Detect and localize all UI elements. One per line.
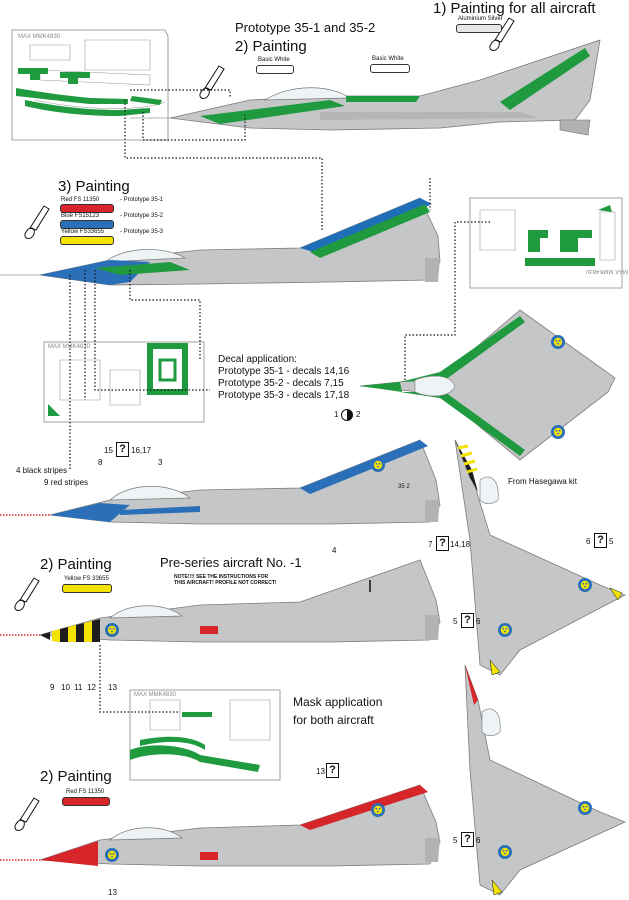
callout-13b: 13 xyxy=(316,767,325,776)
callout-5c: 5 xyxy=(453,836,458,845)
swatch-aluminium xyxy=(456,24,502,33)
callout-2: 2 xyxy=(356,410,361,419)
swatch-white-2 xyxy=(370,64,410,73)
leader-lines xyxy=(69,89,490,713)
callout-9: 9 xyxy=(50,683,55,692)
mask-label-mid: MAX MMK4830 xyxy=(48,344,91,350)
callout-14-18: 14,18 xyxy=(450,540,471,549)
swatch-blue xyxy=(60,220,114,229)
heading-painting-3: 3) Painting xyxy=(58,178,130,195)
swatch-red-2 xyxy=(62,797,110,806)
paintbrush-icon xyxy=(14,797,40,831)
callout-1: 1 xyxy=(334,410,339,419)
tail-code: NMF 25 xyxy=(370,437,392,443)
callout-5a: 5 xyxy=(609,537,614,546)
decal-line-3: Prototype 35-3 - decals 17,18 xyxy=(218,390,350,401)
unknown-marking-icon: ? xyxy=(326,763,339,778)
mask-application-title-2: for both aircraft xyxy=(293,713,374,727)
paintbrush-icon xyxy=(14,577,40,611)
swatch-note-red: - Prototype 35-1 xyxy=(120,197,164,203)
callout-9-red-stripes: 9 red stripes xyxy=(44,478,89,487)
unknown-marking-icon: ? xyxy=(461,832,474,847)
callout-10: 10 xyxy=(61,683,70,692)
callout-13c: 13 xyxy=(108,888,117,897)
mask-sheet-bottom xyxy=(129,689,281,781)
from-hasegawa-kit: From Hasegawa kit xyxy=(508,477,577,486)
preseries-note-2: THIS AIRCRAFT! PROFILE NOT CORRECT! xyxy=(174,580,277,586)
paintbrush-icon xyxy=(199,65,225,99)
unknown-marking-icon: ? xyxy=(116,442,129,457)
heading-preseries: Pre-series aircraft No. -1 xyxy=(160,555,302,570)
aircraft-topview-1 xyxy=(359,309,616,461)
swatch-note-blue: - Prototype 35-2 xyxy=(120,213,164,219)
mask-label-bottom: MAX MMK4830 xyxy=(134,692,177,698)
swatch-label-blue: Blue FS15123 xyxy=(61,213,100,219)
swatch-label-yellow: Yellow FS33655 xyxy=(61,229,105,235)
heading-painting-2b: 2) Painting xyxy=(40,556,112,573)
half-circle-icon xyxy=(341,409,353,421)
callout-15: 15 xyxy=(104,446,113,455)
aircraft-topview-2 xyxy=(454,439,626,676)
callout-6c: 6 xyxy=(476,836,481,845)
preseries-note: NOTE!!!! SEE THE INSTRUCTIONS FOR THIS A… xyxy=(174,574,277,586)
aircraft-profile-1 xyxy=(130,39,601,136)
callout-13a: 13 xyxy=(108,683,117,692)
decal-heading: Decal application: xyxy=(218,354,297,365)
callout-6a: 6 xyxy=(586,537,591,546)
mask-label-right: MAX MMK4830 xyxy=(586,268,629,274)
swatch-white-1 xyxy=(256,65,294,74)
swatch-yellow-2 xyxy=(62,584,112,593)
swatch-label-yellow-2: Yellow FS 33655 xyxy=(64,576,109,582)
swatch-red xyxy=(60,204,114,213)
tail-number: 35 2 xyxy=(398,484,410,490)
paintbrush-icon xyxy=(24,205,50,239)
aircraft-profile-2 xyxy=(0,197,441,286)
unknown-marking-icon: ? xyxy=(461,613,474,628)
heading-painting-all: 1) Painting for all aircraft xyxy=(433,0,596,17)
decal-line-1: Prototype 35-1 - decals 14,16 xyxy=(218,366,350,377)
callout-6b: 6 xyxy=(476,617,481,626)
swatch-label-red-2: Red FS 11350 xyxy=(66,789,105,795)
mask-sheet-top xyxy=(11,29,169,141)
aircraft-profile-4 xyxy=(0,559,441,643)
heading-prototype: Prototype 35-1 and 35-2 xyxy=(235,20,376,35)
unknown-marking-icon: ? xyxy=(436,536,449,551)
swatch-label-white-2: Basic White xyxy=(372,56,404,62)
callout-5b: 5 xyxy=(453,617,458,626)
paintbrush-icon xyxy=(489,17,515,51)
callout-7: 7 xyxy=(428,540,433,549)
callout-11: 11 xyxy=(74,683,83,692)
decal-application-block: Decal application: Prototype 35-1 - deca… xyxy=(218,354,349,402)
aircraft-profile-3 xyxy=(0,439,441,525)
callout-8: 8 xyxy=(98,458,103,467)
mask-application-title: Mask application xyxy=(293,695,383,709)
aircraft-profile-5 xyxy=(0,784,441,867)
swatch-yellow xyxy=(60,236,114,245)
callout-16-17: 16,17 xyxy=(131,446,152,455)
decal-line-2: Prototype 35-2 - decals 7,15 xyxy=(218,378,344,389)
callout-3: 3 xyxy=(158,458,163,467)
mask-sheet-mid xyxy=(43,341,205,423)
callout-4-black-stripes: 4 black stripes xyxy=(16,466,68,475)
heading-painting-2c: 2) Painting xyxy=(40,768,112,785)
swatch-note-yellow: - Prototype 35-3 xyxy=(120,229,164,235)
aircraft-topview-3 xyxy=(464,664,627,896)
swatch-label-white-1: Basic White xyxy=(258,57,290,63)
callout-4: 4 xyxy=(332,546,337,555)
mask-label-top: MAX MMK4830 xyxy=(18,34,61,40)
mask-sheet-right xyxy=(469,197,623,289)
swatch-label-red: Red FS 11350 xyxy=(61,197,100,203)
heading-painting-2: 2) Painting xyxy=(235,38,307,55)
unknown-marking-icon: ? xyxy=(594,533,607,548)
preseries-note-1: NOTE!!!! SEE THE INSTRUCTIONS FOR xyxy=(174,574,269,580)
callout-12: 12 xyxy=(87,683,96,692)
swatch-label-aluminium: Aluminium Silver xyxy=(458,16,503,22)
